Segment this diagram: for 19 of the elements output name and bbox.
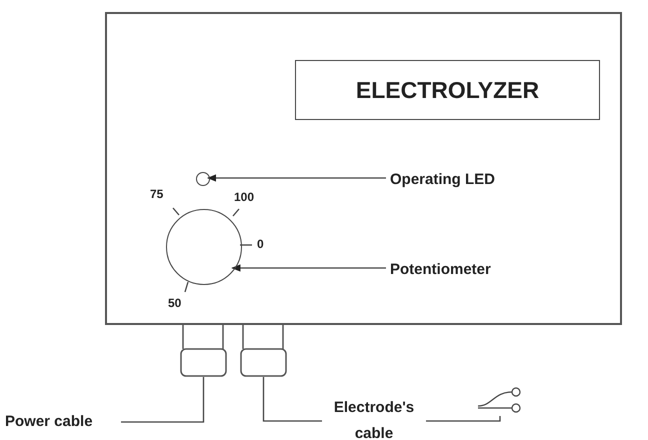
leader-line xyxy=(426,416,501,422)
cable-gland xyxy=(180,325,227,377)
led-indicator xyxy=(196,172,210,186)
callout-text: Power cable xyxy=(5,409,113,435)
leader-line xyxy=(121,377,204,423)
scale-value: 50 xyxy=(168,296,182,310)
cable-gland xyxy=(240,325,287,377)
scale-value: 100 xyxy=(234,190,254,204)
callout-text: Potentiometer xyxy=(390,257,525,283)
leader-arrow xyxy=(231,264,386,272)
leader-line xyxy=(262,377,322,422)
callout-text: Operating LED xyxy=(390,167,525,193)
leader-arrow xyxy=(207,174,386,182)
electrolyzer-housing xyxy=(105,12,622,325)
potentiometer-dial xyxy=(166,209,242,285)
callout-text: Electrode's cable xyxy=(330,395,418,440)
scale-value: 0 xyxy=(257,237,264,251)
title-box: ELECTROLYZER xyxy=(295,60,600,120)
scale-value: 75 xyxy=(150,187,164,201)
